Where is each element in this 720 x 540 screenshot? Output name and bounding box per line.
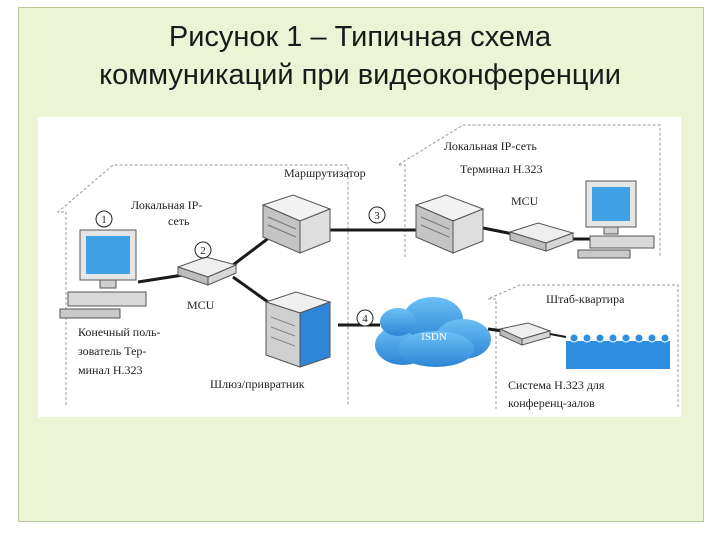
conference-room-audience <box>566 332 670 369</box>
network-diagram: 1 2 3 4 Локальная IP- сеть Маршрутизатор… <box>38 117 681 417</box>
label-router: Маршрутизатор <box>284 166 366 180</box>
label-lan-right-1: Локальная IP-сеть <box>444 139 537 153</box>
svg-text:4: 4 <box>362 313 368 325</box>
right-building-outline <box>396 124 661 257</box>
mcu-left-device <box>176 256 238 286</box>
svg-text:3: 3 <box>374 210 380 222</box>
label-lan-right-2: Терминал Н.323 <box>460 162 543 176</box>
slide-title: Рисунок 1 – Типичная схема коммуникаций … <box>0 18 720 94</box>
conference-system-device <box>498 322 567 346</box>
diagram-svg: 1 2 3 4 Локальная IP- сеть Маршрутизатор… <box>56 124 679 410</box>
gateway-server <box>264 291 332 368</box>
label-gateway: Шлюз/привратник <box>210 377 305 391</box>
marker-1: 1 <box>95 210 113 228</box>
label-system-2: конференц-залов <box>508 396 595 410</box>
marker-4: 4 <box>356 309 374 327</box>
router-device <box>261 194 332 254</box>
label-end-user-3: минал Н.323 <box>78 363 143 377</box>
remote-terminal-pc <box>577 180 655 259</box>
pc-screen <box>86 236 130 274</box>
marker-3: 3 <box>368 206 386 224</box>
svg-text:1: 1 <box>101 214 107 226</box>
label-lan-left-1: Локальная IP- <box>131 198 202 212</box>
label-isdn: ISDN <box>421 331 447 343</box>
label-mcu-right: MCU <box>511 194 539 208</box>
label-end-user-2: зователь Тер- <box>78 344 146 358</box>
label-lan-left-2: сеть <box>168 214 190 228</box>
end-user-pc <box>59 229 147 319</box>
gateway-blue-panel <box>299 301 331 368</box>
marker-2: 2 <box>194 241 212 259</box>
label-mcu-left: MCU <box>187 298 215 312</box>
label-end-user-1: Конечный поль- <box>78 325 161 339</box>
remote-router-device <box>414 194 485 254</box>
isdn-cloud <box>375 297 491 367</box>
remote-pc-screen <box>592 187 630 221</box>
left-building-outline <box>56 164 349 405</box>
hq-building-outline <box>487 284 679 409</box>
mcu-right-device <box>508 222 575 252</box>
title-line-1: Рисунок 1 – Типичная схема <box>168 21 552 53</box>
title-line-2: коммуникаций при видеоконференции <box>99 59 621 91</box>
label-system-1: Система Н.323 для <box>508 378 605 392</box>
svg-text:2: 2 <box>200 245 206 257</box>
label-hq: Штаб-квартира <box>546 292 625 306</box>
